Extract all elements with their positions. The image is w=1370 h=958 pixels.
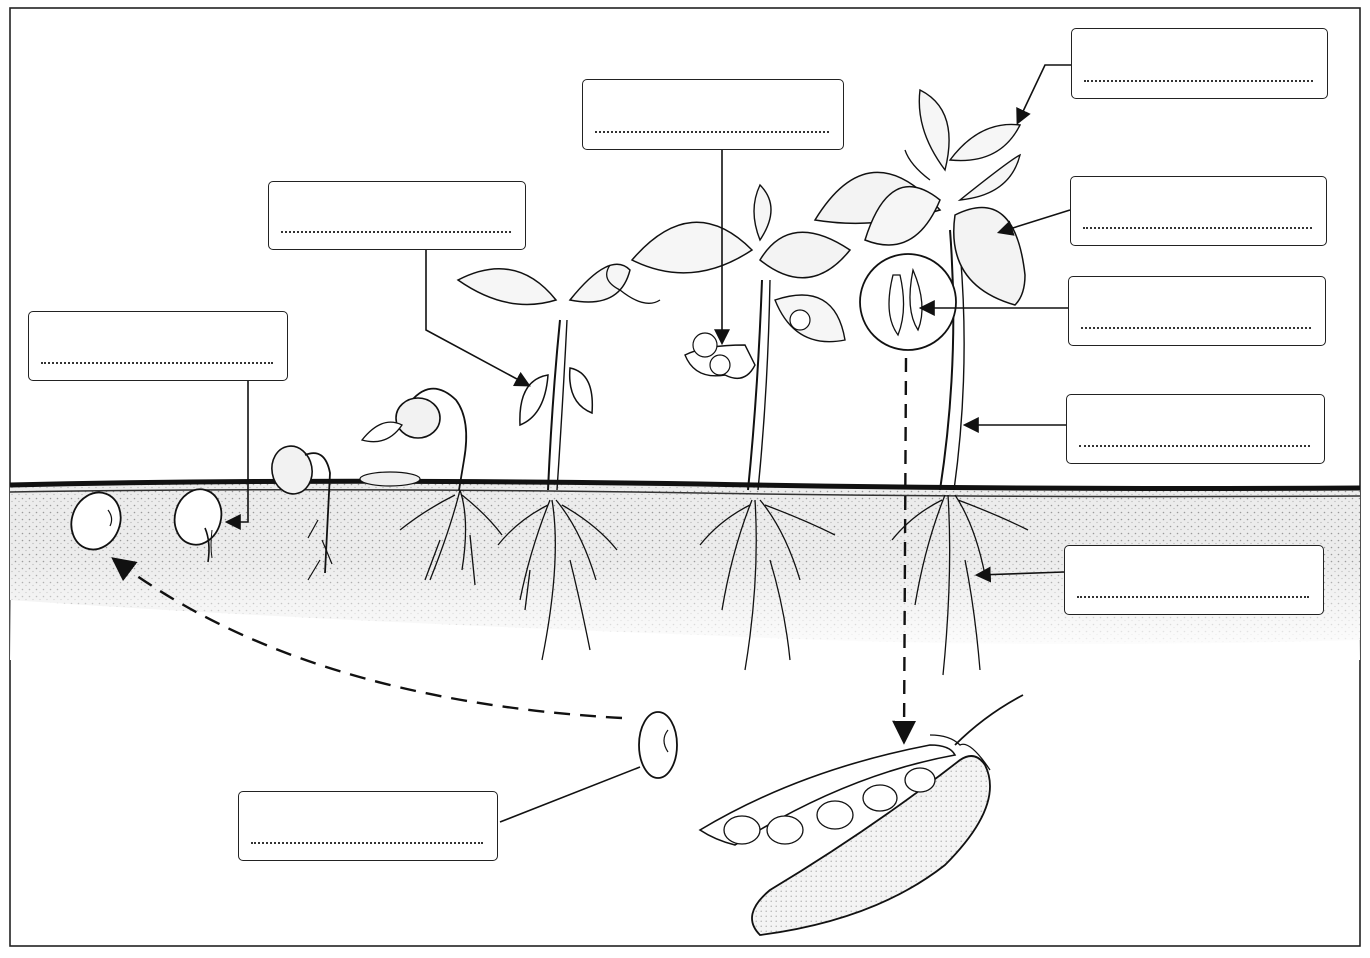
- label-box-seed[interactable]: [238, 791, 498, 861]
- open-pod: [700, 695, 1023, 935]
- label-box-roots[interactable]: [1064, 545, 1324, 615]
- label-box-flower[interactable]: [582, 79, 844, 150]
- label-box-stem[interactable]: [1066, 394, 1325, 464]
- answer-line[interactable]: [1077, 596, 1309, 598]
- pods-inset: [860, 254, 956, 350]
- label-box-germinated-seed[interactable]: [28, 311, 288, 381]
- answer-line[interactable]: [41, 362, 273, 364]
- answer-line[interactable]: [251, 842, 483, 844]
- flower: [685, 310, 810, 378]
- answer-line[interactable]: [1081, 327, 1311, 329]
- answer-line[interactable]: [1083, 227, 1312, 229]
- answer-line[interactable]: [1079, 445, 1310, 447]
- label-box-leaves-top[interactable]: [1071, 28, 1328, 99]
- label-box-leaf[interactable]: [1070, 176, 1327, 246]
- answer-line[interactable]: [595, 131, 829, 133]
- cycle-arrow-pods-to-pod: [904, 358, 906, 740]
- harvested-seed: [639, 712, 677, 778]
- answer-line[interactable]: [281, 231, 511, 233]
- label-box-pods[interactable]: [1068, 276, 1326, 346]
- answer-line[interactable]: [1084, 80, 1313, 82]
- label-box-seed-leaves[interactable]: [268, 181, 526, 250]
